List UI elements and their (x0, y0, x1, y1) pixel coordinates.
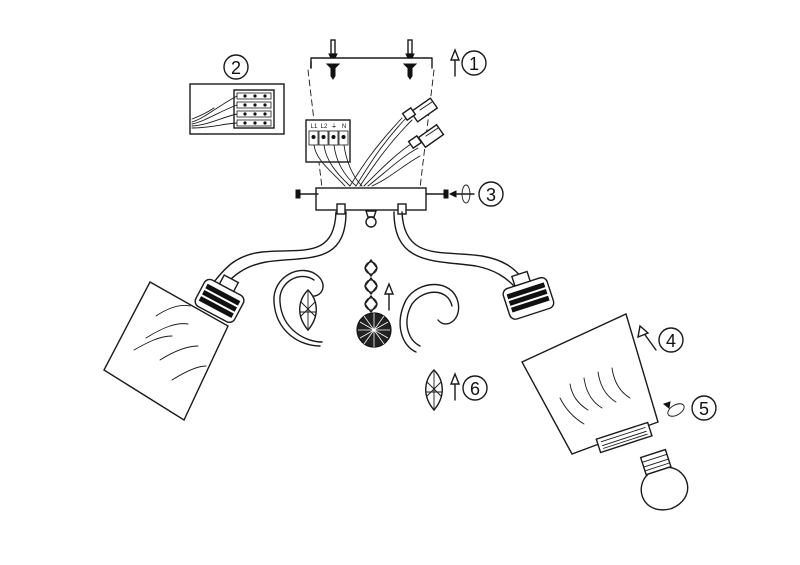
mounting-bracket (307, 39, 435, 189)
step-badge (691, 395, 717, 421)
screw-icon (425, 189, 449, 199)
arrow-up-icon (449, 372, 461, 401)
crystal-chain (356, 258, 395, 348)
wiring-detail-inset (189, 83, 285, 135)
step-badge (462, 375, 488, 401)
glass-shade-left (103, 281, 229, 422)
bolt-right (405, 39, 415, 59)
arrow-up-icon (449, 48, 461, 77)
screwdriver-rotate-icon (448, 184, 475, 204)
wire-connector (407, 123, 445, 150)
scroll-right (399, 283, 460, 353)
screw-icon (402, 63, 418, 80)
wires (313, 115, 421, 187)
step-number-2: 2 (231, 58, 241, 78)
scroll-left (273, 269, 324, 347)
socket-right (502, 270, 555, 320)
step-number-3: 3 (486, 185, 496, 205)
screw-icon (295, 189, 319, 199)
step-number-5: 5 (699, 399, 709, 419)
arrow-up-icon (637, 324, 657, 351)
glass-shade-right (521, 313, 659, 455)
bolt-left (328, 39, 338, 59)
step-2-marker: 2 (223, 54, 249, 80)
terminal-block: L1 L2 ⏚ N (305, 119, 351, 163)
crystal-icon (425, 369, 443, 412)
step-1-marker: 1 (449, 48, 487, 77)
arm-left (213, 211, 347, 289)
terminal-label-l2: L2 (321, 124, 328, 130)
screw-icon (325, 63, 341, 80)
crystal-icon (299, 289, 317, 332)
crystal-ball (356, 312, 392, 348)
step-badge (658, 327, 684, 353)
canopy-plate (295, 187, 449, 228)
step-6-marker: 6 (425, 369, 488, 412)
step-5-marker: 5 (662, 395, 717, 421)
socket-left (194, 274, 245, 324)
step-number-6: 6 (470, 379, 480, 399)
step-number-4: 4 (666, 331, 676, 351)
step-number-1: 1 (469, 54, 479, 74)
terminal-label-n: N (342, 124, 346, 130)
arrow-up-icon (383, 282, 395, 311)
wire-connector (401, 97, 439, 123)
step-badge (461, 50, 487, 76)
screwdriver-rotate-icon (662, 401, 685, 417)
step-badge (223, 54, 249, 80)
step-badge (478, 181, 504, 207)
bulb-socket-ring (595, 421, 653, 454)
terminal-label-ground: ⏚ (331, 123, 337, 130)
terminal-label-l1: L1 (311, 124, 318, 130)
step-4-marker: 4 (637, 324, 684, 353)
bulb-icon (639, 448, 689, 511)
arm-right (393, 211, 523, 287)
step-3-marker: 3 (448, 181, 504, 207)
